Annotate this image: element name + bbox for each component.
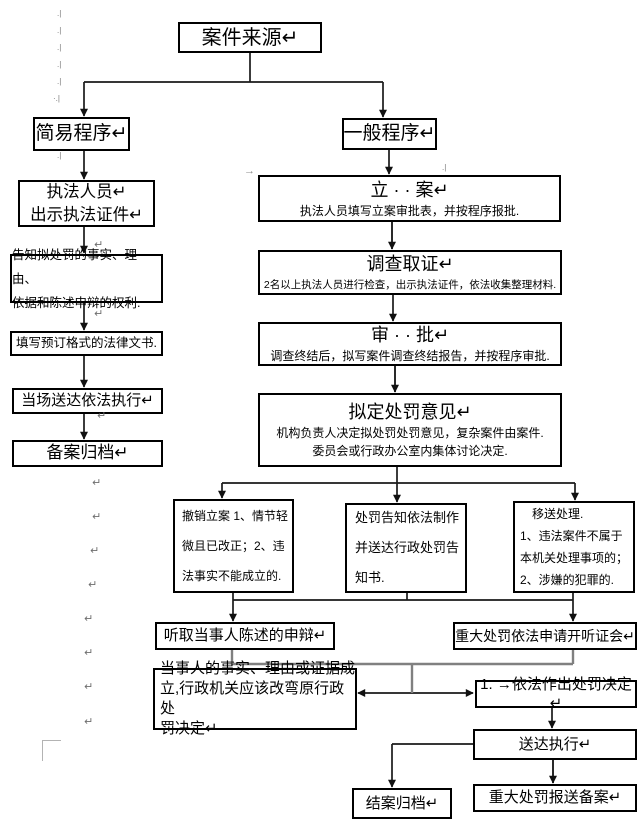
format-mark: .|	[57, 77, 62, 86]
node-inform-rights: 告知拟处罚的事实、理由、 依据和陈述申辩的权利.	[10, 248, 163, 310]
format-mark: ·.|	[53, 94, 60, 103]
node-label: 备案归档↵	[46, 443, 129, 463]
format-mark: .|	[57, 60, 62, 69]
node-investigation-evidence: 调查取证↵ 2名以上执法人员进行检查，出示执法证件，依法收集整理材料.	[258, 250, 562, 295]
node-simple-procedure: 简易程序↵	[33, 117, 130, 151]
pilcrow-mark: ↵	[84, 716, 94, 728]
node-major-penalty-report: 重大处罚报送备案↵	[473, 784, 637, 812]
pilcrow-mark: ↵	[94, 308, 104, 320]
node-title: 调查取证↵	[366, 253, 454, 274]
pilcrow-mark: ↵	[92, 511, 102, 523]
node-enforcer-show-id: 执法人员↵ 出示执法证件↵	[18, 180, 155, 227]
pilcrow-mark: ↵	[84, 681, 94, 693]
node-serve-execute: 送达执行↵	[473, 729, 637, 760]
pilcrow-mark: ↵	[94, 239, 104, 251]
node-onsite-service-execution: 当场送达依法执行↵	[12, 388, 163, 414]
pilcrow-mark: ↵	[84, 613, 94, 625]
node-title: 拟定处罚意见↵	[348, 402, 472, 422]
node-label: 告知拟处罚的事实、理由、 依据和陈述申辩的权利.	[12, 247, 141, 310]
node-penalty-notification: 处罚告知依法制作 并送达行政处罚告 知书.	[345, 503, 467, 593]
format-mark: .|	[57, 43, 62, 52]
node-general-procedure: 一般程序↵	[342, 118, 437, 150]
node-record-filing: 备案归档↵	[12, 440, 163, 467]
node-label: 重大处罚依法申请开听证会↵	[455, 627, 635, 644]
node-label: 结案归档↵	[365, 794, 439, 812]
node-fill-legal-documents: 填写预订格式的法律文书.	[10, 331, 163, 356]
node-case-filing: 立 · · 案↵ 执法人员填写立案审批表，并按程序报批.	[258, 175, 561, 222]
pilcrow-mark: ↵	[84, 647, 94, 659]
pilcrow-mark: ↵	[92, 477, 102, 489]
format-mark: .|	[442, 163, 447, 172]
format-mark: .|	[57, 151, 62, 160]
node-draft-penalty-opinion: 拟定处罚意见↵ 机构负责人决定拟处罚处罚意见，复杂案件由案件. 委员会或行政办公…	[258, 393, 562, 467]
node-label: 处罚告知依法制作 并送达行政处罚告 知书.	[355, 510, 460, 585]
node-close-case-archive: 结案归档↵	[352, 788, 452, 819]
pilcrow-mark: ↵	[97, 410, 107, 422]
node-label: 撤销立案 1、情节轻 微且已改正；2、违 法事实不能成立的.	[182, 509, 289, 583]
node-make-penalty-decision: 1. →依法作出处罚决定↵	[475, 676, 637, 712]
node-listen-statement-defense: 听取当事人陈述的申辩↵	[155, 622, 335, 650]
node-label: 当事人的事实、理由或证据成 立,行政机关应该改弯原行政处 罚决定↵	[160, 660, 356, 737]
node-label: 简易程序↵	[35, 122, 128, 144]
node-label: 填写预订格式的法律文书.	[16, 336, 157, 351]
node-label: 案件来源↵	[201, 26, 299, 49]
node-label: 一般程序↵	[343, 122, 436, 144]
node-major-penalty-hearing: 重大处罚依法申请开听证会↵	[453, 622, 637, 650]
text-frame-corner-mark	[42, 740, 61, 761]
node-title: 审 · · 批↵	[370, 325, 450, 345]
node-caption: 2名以上执法人员进行检查，出示执法证件，依法收集整理材料.	[263, 278, 557, 291]
node-withdraw-case: 撤销立案 1、情节轻 微且已改正；2、违 法事实不能成立的.	[173, 499, 294, 593]
node-caption: 执法人员填写立案审批表，并按程序报批.	[299, 203, 520, 218]
node-label: 1. →依法作出处罚决定↵	[480, 675, 632, 713]
node-label: 重大处罚报送备案↵	[488, 789, 622, 807]
tab-arrow-mark: →	[244, 165, 255, 177]
node-caption: 调查终结后，拟写案件调查终结报告，并按程序审批.	[270, 349, 550, 363]
node-label: 执法人员↵ 出示执法证件↵	[30, 182, 143, 224]
node-label: 当场送达依法执行↵	[21, 392, 154, 410]
node-label: 送达执行↵	[518, 735, 592, 753]
node-change-original-decision: 当事人的事实、理由或证据成 立,行政机关应该改弯原行政处 罚决定↵	[153, 660, 357, 737]
pilcrow-mark: ↵	[88, 579, 98, 591]
node-label: 移送处理. 1、违法案件不属于 本机关处理事项的； 2、涉嫌的犯罪的.	[520, 507, 629, 587]
format-mark: .|	[57, 26, 62, 35]
node-title: 立 · · 案↵	[370, 179, 449, 200]
node-label: 听取当事人陈述的申辩↵	[163, 627, 327, 645]
node-approval: 审 · · 批↵ 调查终结后，拟写案件调查终结报告，并按程序审批.	[258, 322, 562, 366]
node-case-source: 案件来源↵	[178, 22, 322, 53]
pilcrow-mark: ↵	[90, 545, 100, 557]
node-caption: 机构负责人决定拟处罚处罚意见，复杂案件由案件. 委员会或行政办公室内集体讨论决定…	[276, 426, 544, 458]
node-transfer-handling: 移送处理. 1、违法案件不属于 本机关处理事项的； 2、涉嫌的犯罪的.	[513, 501, 635, 593]
format-mark: .|	[57, 9, 62, 18]
